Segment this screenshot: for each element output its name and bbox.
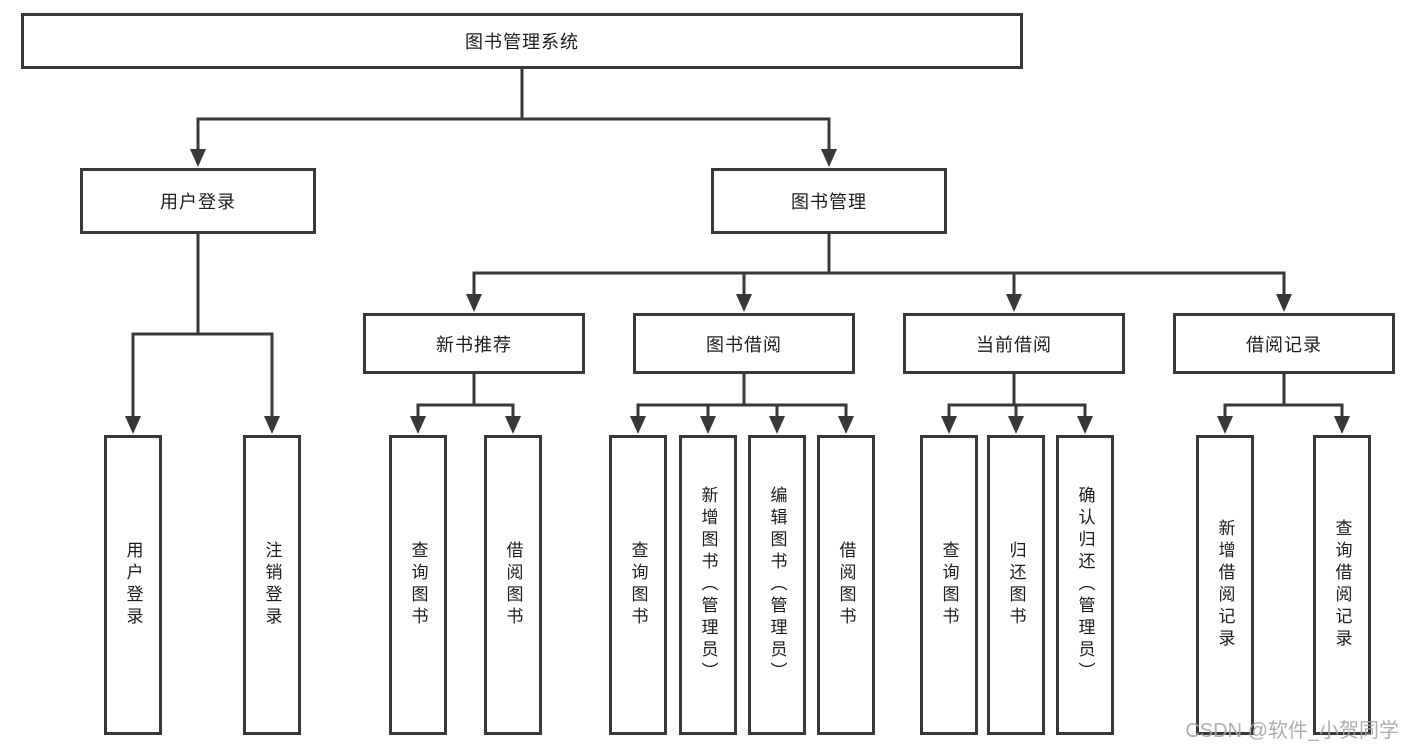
leaf-add-borrow-record: 新增借阅记录 (1196, 435, 1254, 735)
leaf-confirm-return-admin: 确认归还（管理员） (1056, 435, 1114, 735)
node-book-management-label: 图书管理 (791, 192, 867, 212)
leaf-newrec-borrow-books: 借阅图书 (484, 435, 542, 735)
leaf-borrow-query-books-label: 查询图书 (628, 541, 648, 629)
leaf-logout: 注销登录 (243, 435, 301, 735)
leaf-current-query-books-label: 查询图书 (939, 541, 959, 629)
node-user-login: 用户登录 (80, 168, 316, 234)
leaf-newrec-query-books: 查询图书 (389, 435, 447, 735)
leaf-return-books: 归还图书 (987, 435, 1045, 735)
leaf-newrec-borrow-books-label: 借阅图书 (503, 541, 523, 629)
leaf-add-books-admin: 新增图书（管理员） (679, 435, 737, 735)
leaf-add-borrow-record-label: 新增借阅记录 (1215, 519, 1235, 651)
node-borrow-records-label: 借阅记录 (1246, 334, 1322, 355)
leaf-query-borrow-record: 查询借阅记录 (1313, 435, 1371, 735)
node-current-borrowing: 当前借阅 (903, 313, 1125, 374)
leaf-confirm-return-admin-label: 确认归还（管理员） (1075, 486, 1095, 684)
node-borrow-records: 借阅记录 (1173, 313, 1395, 374)
node-user-login-label: 用户登录 (160, 192, 236, 212)
leaf-add-books-admin-label: 新增图书（管理员） (698, 486, 718, 684)
leaf-borrow-books: 借阅图书 (817, 435, 875, 735)
leaf-borrow-query-books: 查询图书 (609, 435, 667, 735)
leaf-user-login: 用户登录 (104, 435, 162, 735)
leaf-newrec-query-books-label: 查询图书 (408, 541, 428, 629)
leaf-current-query-books: 查询图书 (920, 435, 978, 735)
leaf-borrow-books-label: 借阅图书 (836, 541, 856, 629)
node-book-management: 图书管理 (711, 168, 947, 234)
leaf-edit-books-admin: 编辑图书（管理员） (748, 435, 806, 735)
leaf-logout-label: 注销登录 (262, 541, 282, 629)
leaf-query-borrow-record-label: 查询借阅记录 (1332, 519, 1352, 651)
node-new-book-recommend-label: 新书推荐 (436, 334, 512, 355)
leaf-edit-books-admin-label: 编辑图书（管理员） (767, 486, 787, 684)
node-book-borrowing: 图书借阅 (633, 313, 855, 374)
leaf-user-login-label: 用户登录 (123, 541, 143, 629)
node-root-label: 图书管理系统 (465, 32, 579, 52)
node-book-borrowing-label: 图书借阅 (706, 334, 782, 355)
node-current-borrowing-label: 当前借阅 (976, 334, 1052, 355)
leaf-return-books-label: 归还图书 (1006, 541, 1026, 629)
watermark: CSDN @软件_小贺同学 (1185, 720, 1399, 742)
node-new-book-recommend: 新书推荐 (363, 313, 585, 374)
node-root: 图书管理系统 (21, 13, 1023, 69)
